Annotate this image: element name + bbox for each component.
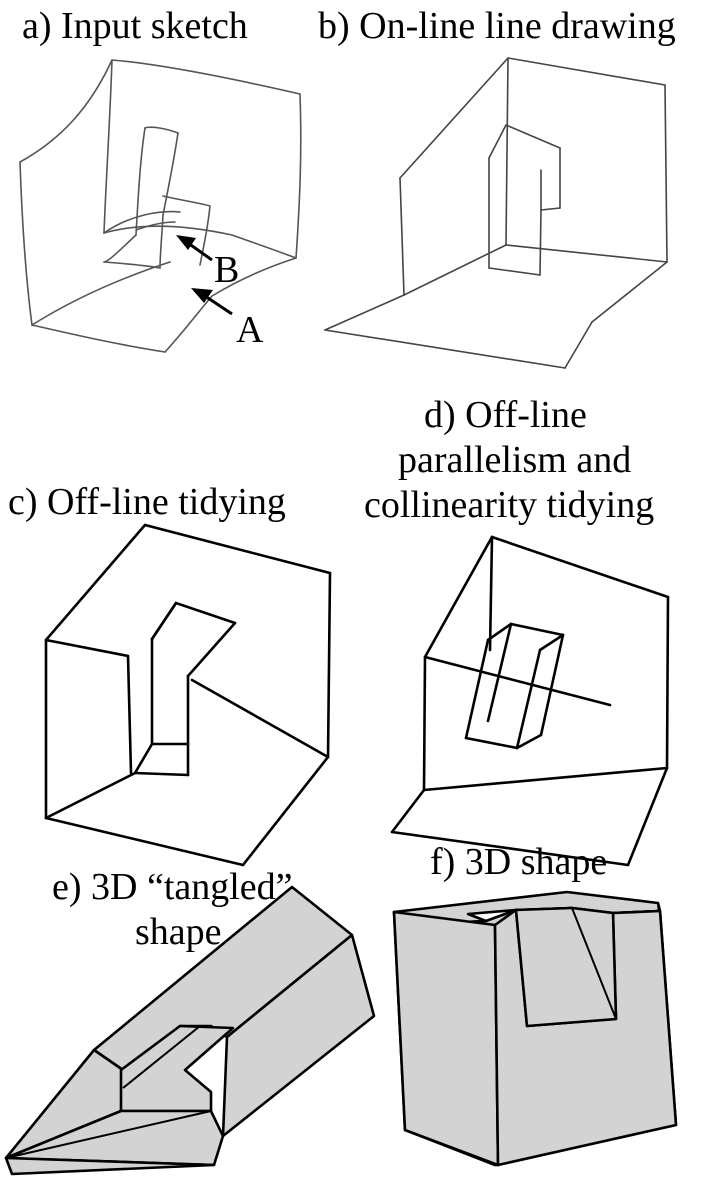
panel-f: f) 3D shape (392, 841, 678, 1167)
left-side-face (392, 910, 500, 1167)
bottom-strip (4, 1156, 216, 1176)
panel-c-title: c) Off-line tidying (8, 481, 286, 523)
online-line-drawing (324, 57, 668, 369)
marker-a: A (236, 309, 264, 351)
panel-c: c) Off-line tidying (8, 481, 332, 867)
panel-e-title-line2: shape (135, 911, 222, 953)
panel-e: e) 3D “tangled” shape (4, 866, 376, 1176)
final-3d-shape (392, 890, 678, 1167)
arrow-a-head (191, 288, 213, 303)
arrow-b-head (176, 235, 196, 250)
panel-a: a) Input sketch (19, 5, 302, 353)
parallelism-tidy-drawing (390, 535, 670, 867)
slot-inner-face (514, 906, 618, 1028)
panel-d-title-line1: d) Off-line (424, 394, 587, 436)
input-sketch-drawing (19, 59, 302, 353)
panel-e-title-line1: e) 3D “tangled” (52, 866, 293, 908)
tangled-3d-shape (4, 885, 376, 1176)
panel-d-title-line2: parallelism and (398, 439, 631, 481)
panel-a-title: a) Input sketch (22, 5, 248, 47)
offline-tidy-drawing (44, 523, 332, 867)
marker-b: B (214, 249, 239, 291)
arrow-b (187, 241, 213, 262)
panel-d-title-line3: collinearity tidying (364, 484, 654, 526)
panel-f-title: f) 3D shape (430, 841, 607, 883)
panel-d: d) Off-line parallelism and collinearity… (364, 394, 670, 867)
panel-b-title: b) On-line line drawing (318, 5, 676, 47)
panel-b: b) On-line line drawing (318, 5, 676, 369)
arrow-a (204, 294, 233, 316)
